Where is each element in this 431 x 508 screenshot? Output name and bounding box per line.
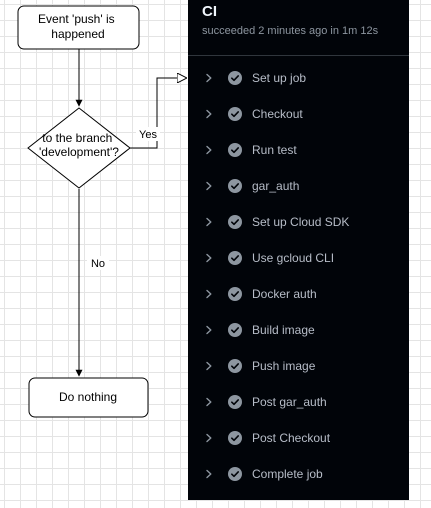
job-header: CI succeeded 2 minutes ago in 1m 12s [188, 0, 409, 56]
job-step-label: gar_auth [252, 179, 300, 193]
end-node-label: Do nothing [59, 390, 117, 404]
job-step[interactable]: Build image [188, 312, 409, 348]
job-step[interactable]: Run test [188, 132, 409, 168]
job-step[interactable]: Use gcloud CLI [188, 240, 409, 276]
edge-yes-to-panel [130, 78, 186, 149]
check-circle-icon [228, 431, 242, 445]
check-circle-icon [228, 179, 242, 193]
check-circle-icon [228, 287, 242, 301]
check-circle-icon [228, 107, 242, 121]
chevron-right-icon[interactable] [202, 143, 216, 157]
job-step[interactable]: Set up Cloud SDK [188, 204, 409, 240]
job-step[interactable]: Docker auth [188, 276, 409, 312]
job-step-label: Build image [252, 323, 315, 337]
check-circle-icon [228, 467, 242, 481]
check-circle-icon [228, 395, 242, 409]
svg-text:to the branch 'development: to the branch 'development'? [39, 131, 119, 159]
svg-text:Event 'push' is happened: Event 'push' is happened [38, 12, 118, 41]
job-step[interactable]: Post Checkout [188, 420, 409, 456]
decision-node[interactable] [27, 107, 131, 189]
job-step-label: Docker auth [252, 287, 317, 301]
chevron-right-icon[interactable] [202, 431, 216, 445]
job-step-label: Set up Cloud SDK [252, 215, 350, 229]
job-step-label: Use gcloud CLI [252, 251, 335, 265]
chevron-right-icon[interactable] [202, 467, 216, 481]
chevron-right-icon[interactable] [202, 251, 216, 265]
decision-node-label-line2: 'development'? [39, 145, 119, 159]
job-title: CI [202, 3, 217, 20]
end-node[interactable] [28, 377, 149, 418]
check-circle-icon [228, 359, 242, 373]
check-circle-icon [228, 143, 242, 157]
job-step[interactable]: gar_auth [188, 168, 409, 204]
job-step-label: Post gar_auth [252, 395, 327, 409]
chevron-right-icon[interactable] [202, 323, 216, 337]
start-node-label-line1: Event 'push' is [38, 12, 115, 26]
no-label-bg [87, 256, 109, 270]
job-step[interactable]: Set up job [188, 60, 409, 96]
job-status-subtitle: succeeded 2 minutes ago in 1m 12s [202, 25, 379, 37]
yes-label: Yes [139, 129, 157, 141]
start-node[interactable] [17, 5, 140, 50]
job-step[interactable]: Checkout [188, 96, 409, 132]
job-step-label: Complete job [252, 467, 323, 481]
check-circle-icon [228, 215, 242, 229]
yes-label-bg [136, 127, 160, 141]
chevron-right-icon[interactable] [202, 107, 216, 121]
job-step-label: Run test [252, 143, 297, 157]
chevron-right-icon[interactable] [202, 287, 216, 301]
job-step-label: Push image [252, 359, 316, 373]
no-label: No [91, 258, 105, 270]
job-step[interactable]: Post gar_auth [188, 384, 409, 420]
job-step[interactable]: Complete job [188, 456, 409, 492]
chevron-right-icon[interactable] [202, 395, 216, 409]
chevron-right-icon[interactable] [202, 179, 216, 193]
job-step-label: Set up job [252, 71, 307, 85]
check-circle-icon [228, 323, 242, 337]
ci-job-panel: CI succeeded 2 minutes ago in 1m 12s Set… [188, 0, 409, 500]
job-step[interactable]: Push image [188, 348, 409, 384]
check-circle-icon [228, 251, 242, 265]
job-step-label: Post Checkout [252, 431, 331, 445]
chevron-right-icon[interactable] [202, 359, 216, 373]
decision-node-label-line1: to the branch [42, 131, 112, 145]
chevron-right-icon[interactable] [202, 71, 216, 85]
job-step-label: Checkout [252, 107, 303, 121]
start-node-label-line2: happened [51, 27, 104, 41]
chevron-right-icon[interactable] [202, 215, 216, 229]
check-circle-icon [228, 71, 242, 85]
